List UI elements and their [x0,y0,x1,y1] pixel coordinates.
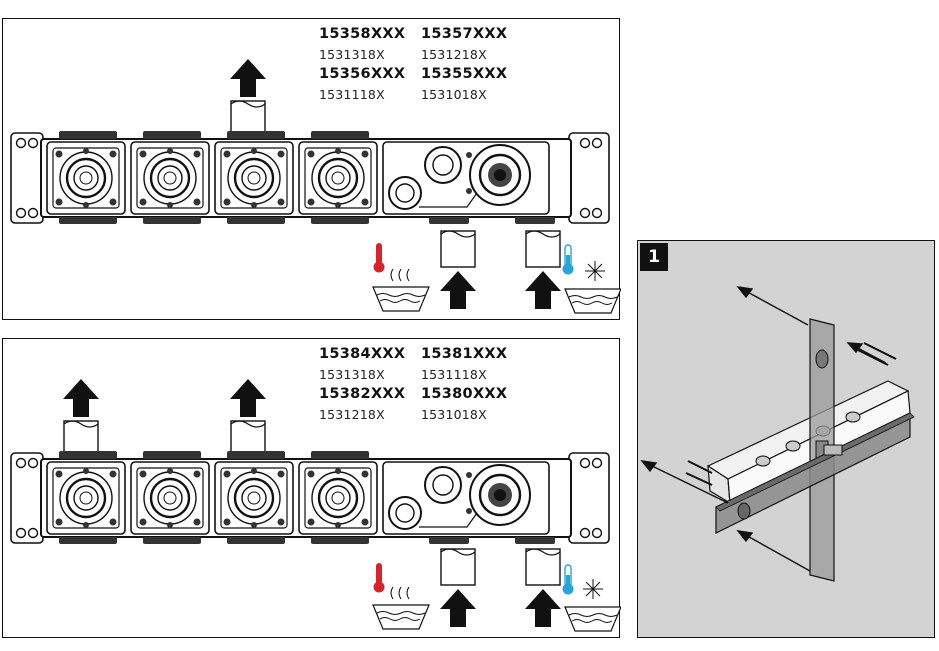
manifold-body [11,451,609,544]
level-installation-illustration [640,286,915,582]
manifold-body [11,131,609,224]
code: 15358XXX [319,26,406,42]
code: 15380XXX [421,386,508,402]
code: 1531218X [421,46,487,62]
code: 15382XXX [319,386,406,402]
code: 1531118X [319,86,385,102]
direction-arrow-icon [640,286,887,572]
step-number-badge: 1 [640,243,668,271]
hot-water-icon [372,243,430,312]
code: 1531018X [421,406,487,422]
valve-diagram-bottom: 15384XXX 15381XXX 1531318X 1531118X 15382X… [2,338,621,638]
cold-water-icon [561,244,621,314]
product-codes-top: 15358XXX 15357XXX 1531318X 1531218X 15356X… [319,24,507,104]
code: 1531318X [319,366,385,382]
code: 15381XXX [421,346,508,362]
code: 15355XXX [421,66,508,82]
outlet-arrow-icon [230,379,266,458]
code: 15356XXX [319,66,406,82]
inlet-arrow-icon [440,230,561,309]
valve-drawing-bottom [3,379,621,632]
installation-step-panel: 1 [637,240,935,638]
hot-water-icon [372,563,430,630]
vertical-spirit-level [809,318,835,582]
outlet-arrow-icon [230,59,266,138]
cold-water-icon [561,564,621,632]
inlet-arrow-icon [440,548,561,627]
valve-drawing-top [3,59,621,314]
outlet-arrow-icon [63,379,99,458]
valve-diagram-top: 15358XXX 15357XXX 1531318X 1531218X 15356X… [2,18,621,320]
horizontal-spirit-level [715,412,915,534]
code: 15384XXX [319,346,406,362]
code: 1531118X [421,366,487,382]
code: 15357XXX [421,26,508,42]
code: 1531218X [319,406,385,422]
product-codes-bottom: 15384XXX 15381XXX 1531318X 1531118X 15382X… [319,344,507,424]
code: 1531318X [319,46,385,62]
code: 1531018X [421,86,487,102]
